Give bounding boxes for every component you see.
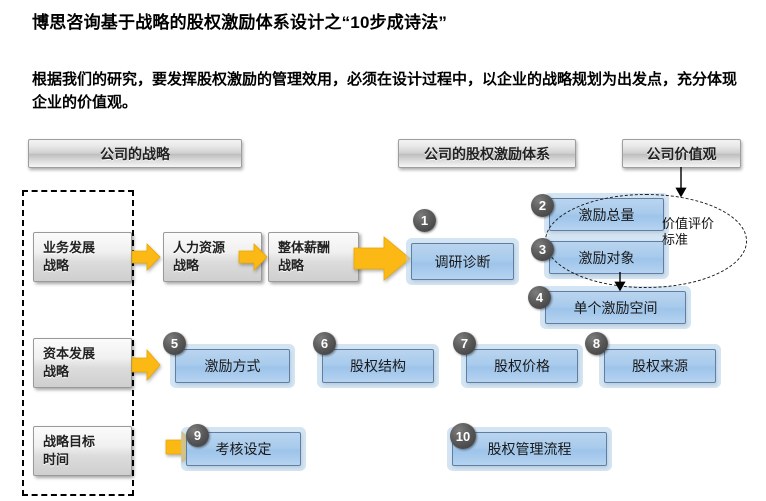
- banner-company-values: 公司价值观: [622, 139, 741, 168]
- step-number-10: 10: [450, 423, 476, 449]
- banner-equity-incentive-system: 公司的股权激励体系: [398, 139, 576, 168]
- arrow-right-icon: [131, 243, 161, 271]
- strategy-box-capital-development: 资本发展 战略: [33, 338, 132, 388]
- step-number-9: 9: [186, 424, 209, 447]
- arrow-right-icon: [238, 243, 268, 271]
- strategy-box-total-compensation: 整体薪酬 战略: [268, 232, 359, 282]
- value-criteria-label: 价值评价标准: [662, 216, 715, 248]
- step-box-equity-management-flow: 股权管理流程: [452, 432, 607, 466]
- step-number-7: 7: [453, 332, 476, 355]
- step-number-3: 3: [531, 238, 554, 261]
- strategy-box-strategic-goal-time: 战略目标 时间: [33, 426, 132, 476]
- step-box-incentive-target: 激励对象: [549, 241, 664, 274]
- step-box-equity-price: 股权价格: [466, 349, 578, 383]
- step-box-incentive-method: 激励方式: [175, 349, 290, 383]
- page-subtitle: 根据我们的研究，要发挥股权激励的管理效用，必须在设计过程中，以企业的战略规划为出…: [32, 71, 738, 112]
- step-box-research-diagnosis: 调研诊断: [411, 243, 514, 280]
- step-number-1: 1: [413, 209, 436, 232]
- step-box-equity-structure: 股权结构: [322, 349, 434, 383]
- step-box-equity-source: 股权来源: [604, 349, 716, 383]
- step-box-individual-space: 单个激励空间: [545, 291, 686, 324]
- step-number-6: 6: [313, 332, 336, 355]
- step-number-2: 2: [531, 194, 554, 217]
- step-number-4: 4: [528, 286, 551, 309]
- strategy-group-dashed-frame: [22, 190, 134, 496]
- arrow-right-large-icon: [353, 236, 411, 281]
- page-title: 博思咨询基于战略的股权激励体系设计之“10步成诗法”: [32, 13, 448, 32]
- strategy-box-business-development: 业务发展 战略: [33, 232, 132, 282]
- step-box-incentive-total: 激励总量: [549, 198, 664, 231]
- banner-company-strategy: 公司的战略: [28, 139, 242, 168]
- arrow-right-icon: [131, 349, 161, 381]
- step-number-5: 5: [163, 332, 186, 355]
- step-number-8: 8: [585, 332, 608, 355]
